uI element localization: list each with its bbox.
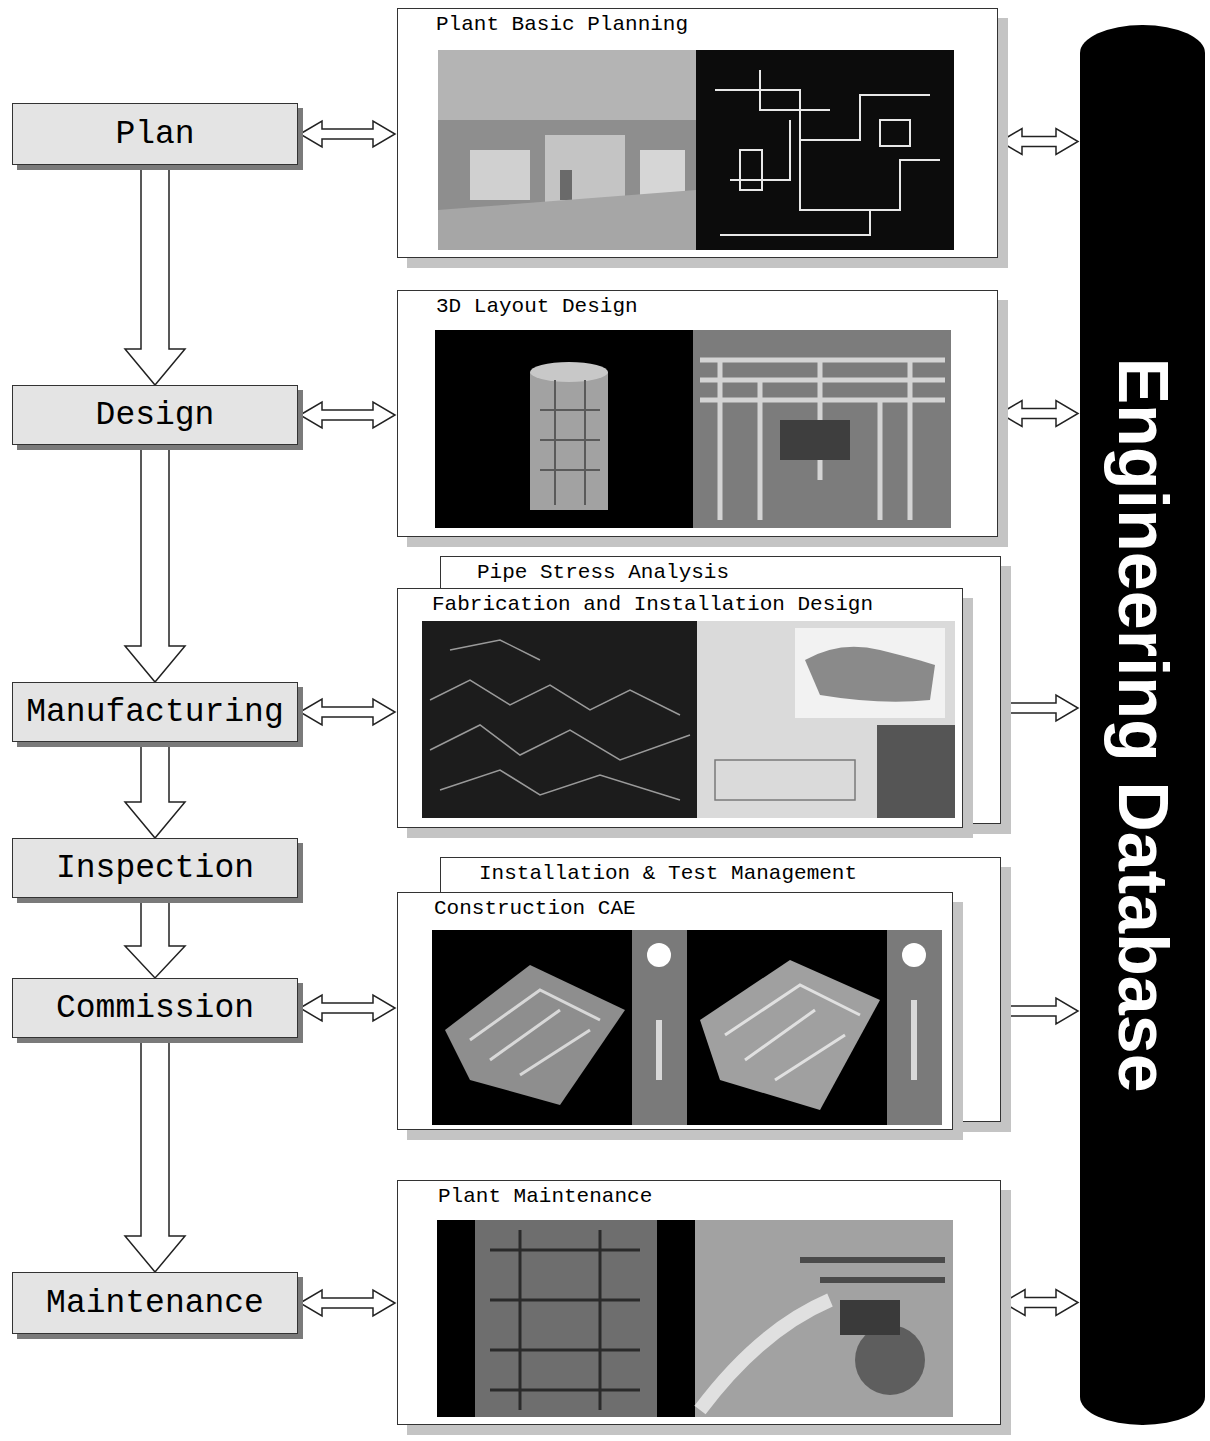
gauge-dial [902, 943, 926, 967]
process-box: Commission [12, 978, 298, 1038]
reactor-cylinder [530, 372, 608, 510]
panel-title: Plant Maintenance [438, 1181, 1000, 1211]
piping-render [693, 330, 951, 528]
pump-shape [855, 1325, 925, 1395]
gauge-bar [911, 1000, 917, 1080]
equipment-block [840, 1300, 900, 1335]
building-shape [545, 135, 625, 205]
tool-panel: Fabrication and Installation Design [397, 588, 963, 828]
step-label: Design [96, 397, 215, 434]
flow-arrow [125, 898, 185, 978]
plan-lines [490, 1230, 640, 1410]
plan-view [475, 1220, 657, 1417]
database-label: Engineering Database [1103, 357, 1183, 1092]
building-shape [560, 170, 572, 200]
double-arrow [300, 121, 395, 147]
process-box: Design [12, 385, 298, 445]
step-label: Inspection [56, 850, 254, 887]
cad-window [697, 621, 955, 818]
maintenance-screen [437, 1220, 695, 1417]
flow-arrow [125, 1038, 185, 1272]
reactor-top [530, 362, 608, 382]
panel-title: Installation & Test Management [479, 858, 1000, 888]
reactor-piping [540, 380, 600, 505]
panel-title: 3D Layout Design [436, 291, 997, 321]
process-box: Plan [12, 103, 298, 165]
site-model [700, 960, 880, 1110]
panel-title: Plant Basic Planning [436, 9, 997, 39]
flow-arrow [125, 445, 185, 682]
process-box: Maintenance [12, 1272, 298, 1334]
cad-subwindow [877, 725, 955, 818]
double-arrow [300, 402, 395, 428]
double-arrow [1000, 401, 1078, 427]
double-arrow [1000, 129, 1078, 155]
render-screen [435, 330, 693, 528]
progress-gauge [632, 930, 687, 1125]
site-details [725, 985, 860, 1080]
process-box: Inspection [12, 838, 298, 898]
panel-title: Pipe Stress Analysis [477, 557, 1000, 587]
process-box: Manufacturing [12, 682, 298, 742]
double-arrow [300, 699, 395, 725]
isometric-lines [430, 640, 690, 800]
step-label: Commission [56, 990, 254, 1027]
gauge-bar [656, 1020, 662, 1080]
drawing-frame [715, 760, 855, 800]
flow-arrow [125, 165, 185, 385]
double-arrow [300, 995, 395, 1021]
step-label: Maintenance [46, 1285, 264, 1322]
flow-arrow [125, 742, 185, 838]
gauge-dial [647, 943, 671, 967]
tool-panel: Plant Maintenance [397, 1180, 1001, 1425]
construction-render [432, 930, 632, 1125]
overhead-pipes [800, 1260, 945, 1280]
panel-title: Fabrication and Installation Design [432, 589, 962, 619]
double-arrow [300, 1290, 395, 1316]
progress-gauge [887, 930, 942, 1125]
schematic-vessel [740, 150, 762, 190]
tool-panel: Plant Basic Planning [397, 8, 998, 258]
schematic-lines [715, 70, 940, 235]
tool-panel: Construction CAE [397, 892, 953, 1130]
building-shape [640, 150, 685, 205]
equipment-block [780, 420, 850, 460]
schematic-vessel [880, 120, 910, 146]
database-cylinder: Engineering Database [1080, 25, 1205, 1425]
step-label: Plan [115, 116, 194, 153]
model-shape [805, 647, 935, 702]
sky-area [438, 50, 696, 120]
site-model [445, 965, 625, 1105]
panel-title: Construction CAE [434, 893, 952, 923]
isometric-screen [422, 621, 697, 818]
tool-panel: 3D Layout Design [397, 290, 998, 537]
ground-shape [438, 190, 696, 250]
step-label: Manufacturing [26, 694, 283, 731]
cad-subwindow [795, 628, 945, 718]
walkthrough-view [695, 1220, 953, 1417]
double-arrow [1003, 1290, 1078, 1316]
building-shape [470, 150, 530, 200]
floor-shape [700, 1300, 830, 1410]
site-details [470, 990, 600, 1075]
pipe-lines [700, 360, 945, 520]
schematic-screen [696, 50, 954, 250]
plant-photo [438, 50, 696, 250]
construction-render [687, 930, 887, 1125]
